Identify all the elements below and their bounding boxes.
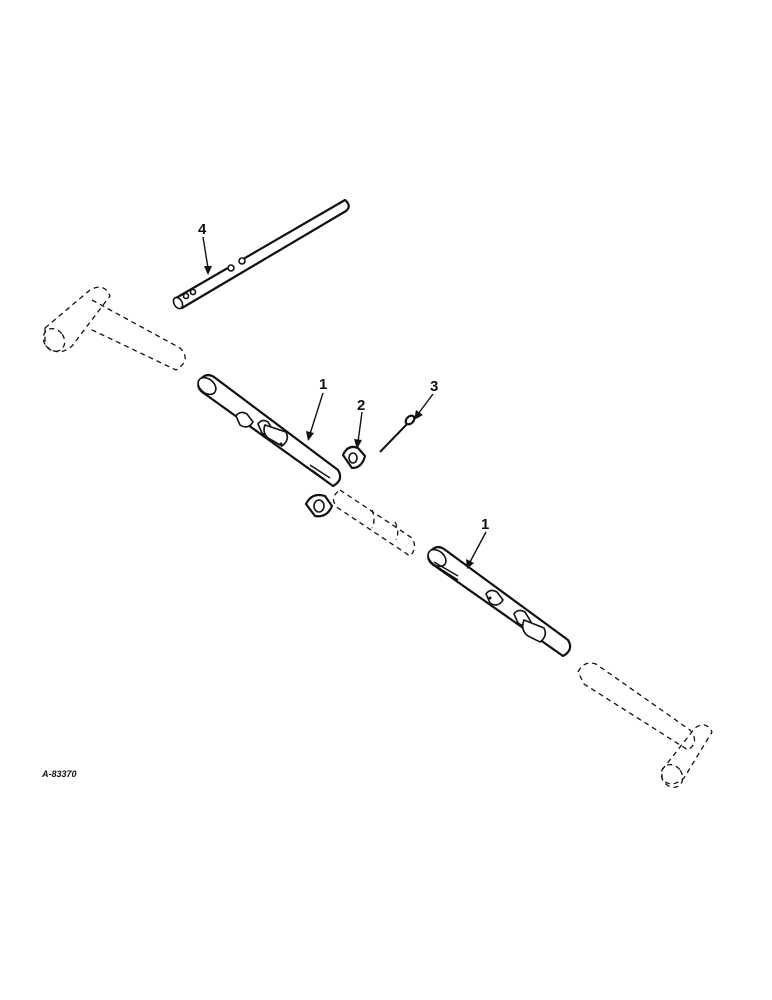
callout-4: 4 bbox=[198, 221, 207, 238]
callout-1-upper: 1 bbox=[319, 376, 327, 393]
part-1-sleeve-upper bbox=[197, 373, 342, 488]
phantom-mating-arm-upper bbox=[42, 286, 186, 371]
part-2-coupling bbox=[304, 445, 367, 518]
callout-1-lower: 1 bbox=[481, 516, 489, 533]
figure-code: A-83370 bbox=[41, 769, 77, 779]
part-4-cross-shaft bbox=[172, 198, 350, 310]
phantom-mating-arm-lower bbox=[577, 662, 713, 789]
callout-2: 2 bbox=[357, 397, 365, 414]
phantom-center-tube bbox=[332, 489, 416, 557]
part-1-sleeve-lower bbox=[427, 545, 572, 658]
leader-arrows bbox=[202, 236, 487, 569]
callout-3: 3 bbox=[430, 378, 438, 395]
part-3-pin bbox=[379, 414, 416, 453]
